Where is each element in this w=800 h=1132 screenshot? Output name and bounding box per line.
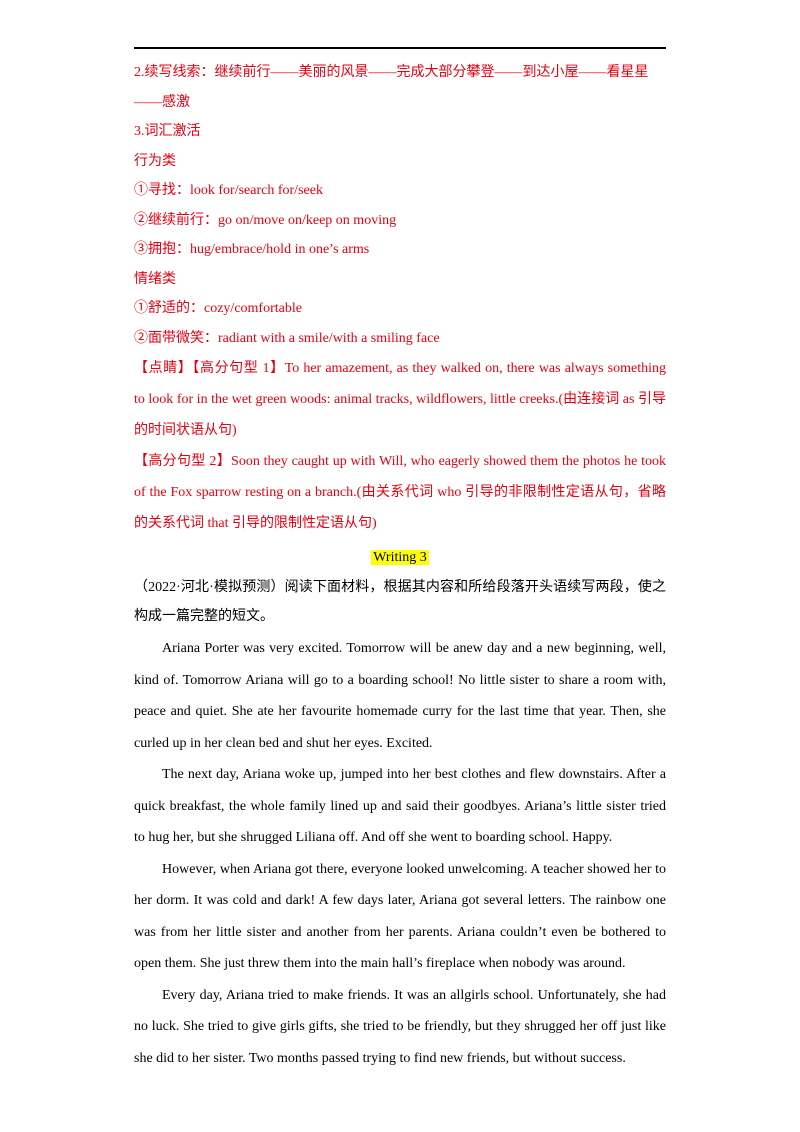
action-item: ③拥抱：hug/embrace/hold in one’s arms [134, 242, 370, 257]
writing-title-text: Writing 3 [371, 550, 429, 565]
document-body: 2.续写线索：继续前行——美丽的风景——完成大部分攀登——到达小屋——看星星 —… [134, 58, 666, 1074]
action-item: ①寻找：look for/search for/seek [134, 183, 323, 198]
action-item: ②继续前行：go on/move on/keep on moving [134, 212, 397, 228]
story-paragraph: Ariana Porter was very excited. Tomorrow… [134, 641, 666, 751]
vocab-heading: 3.词汇激活 [134, 124, 201, 139]
story-paragraph: The next day, Ariana woke up, jumped int… [134, 767, 666, 845]
category-action: 行为类 [134, 153, 176, 169]
story-paragraph: However, when Ariana got there, everyone… [134, 861, 666, 972]
header-rule [134, 47, 666, 49]
highlight-sentence-2: 【高分句型 2】Soon they caught up with Will, w… [134, 454, 666, 531]
writing-title: Writing 3 [134, 543, 666, 573]
clue-line-2: ——感激 [134, 94, 190, 110]
highlight-sentence-1: 【点睛】【高分句型 1】To her amazement, as they wa… [134, 361, 666, 438]
clue-line-1: 2.续写线索：继续前行——美丽的风景——完成大部分攀登——到达小屋——看星星 [134, 65, 649, 80]
emotion-item: ②面带微笑：radiant with a smile/with a smilin… [134, 330, 440, 346]
instruction: （2022·河北·模拟预测）阅读下面材料，根据其内容和所给段落开头语续写两段，使… [134, 580, 666, 624]
category-emotion: 情绪类 [134, 271, 176, 287]
emotion-item: ①舒适的：cozy/comfortable [134, 301, 302, 316]
story-paragraph: Every day, Ariana tried to make friends.… [134, 987, 666, 1066]
